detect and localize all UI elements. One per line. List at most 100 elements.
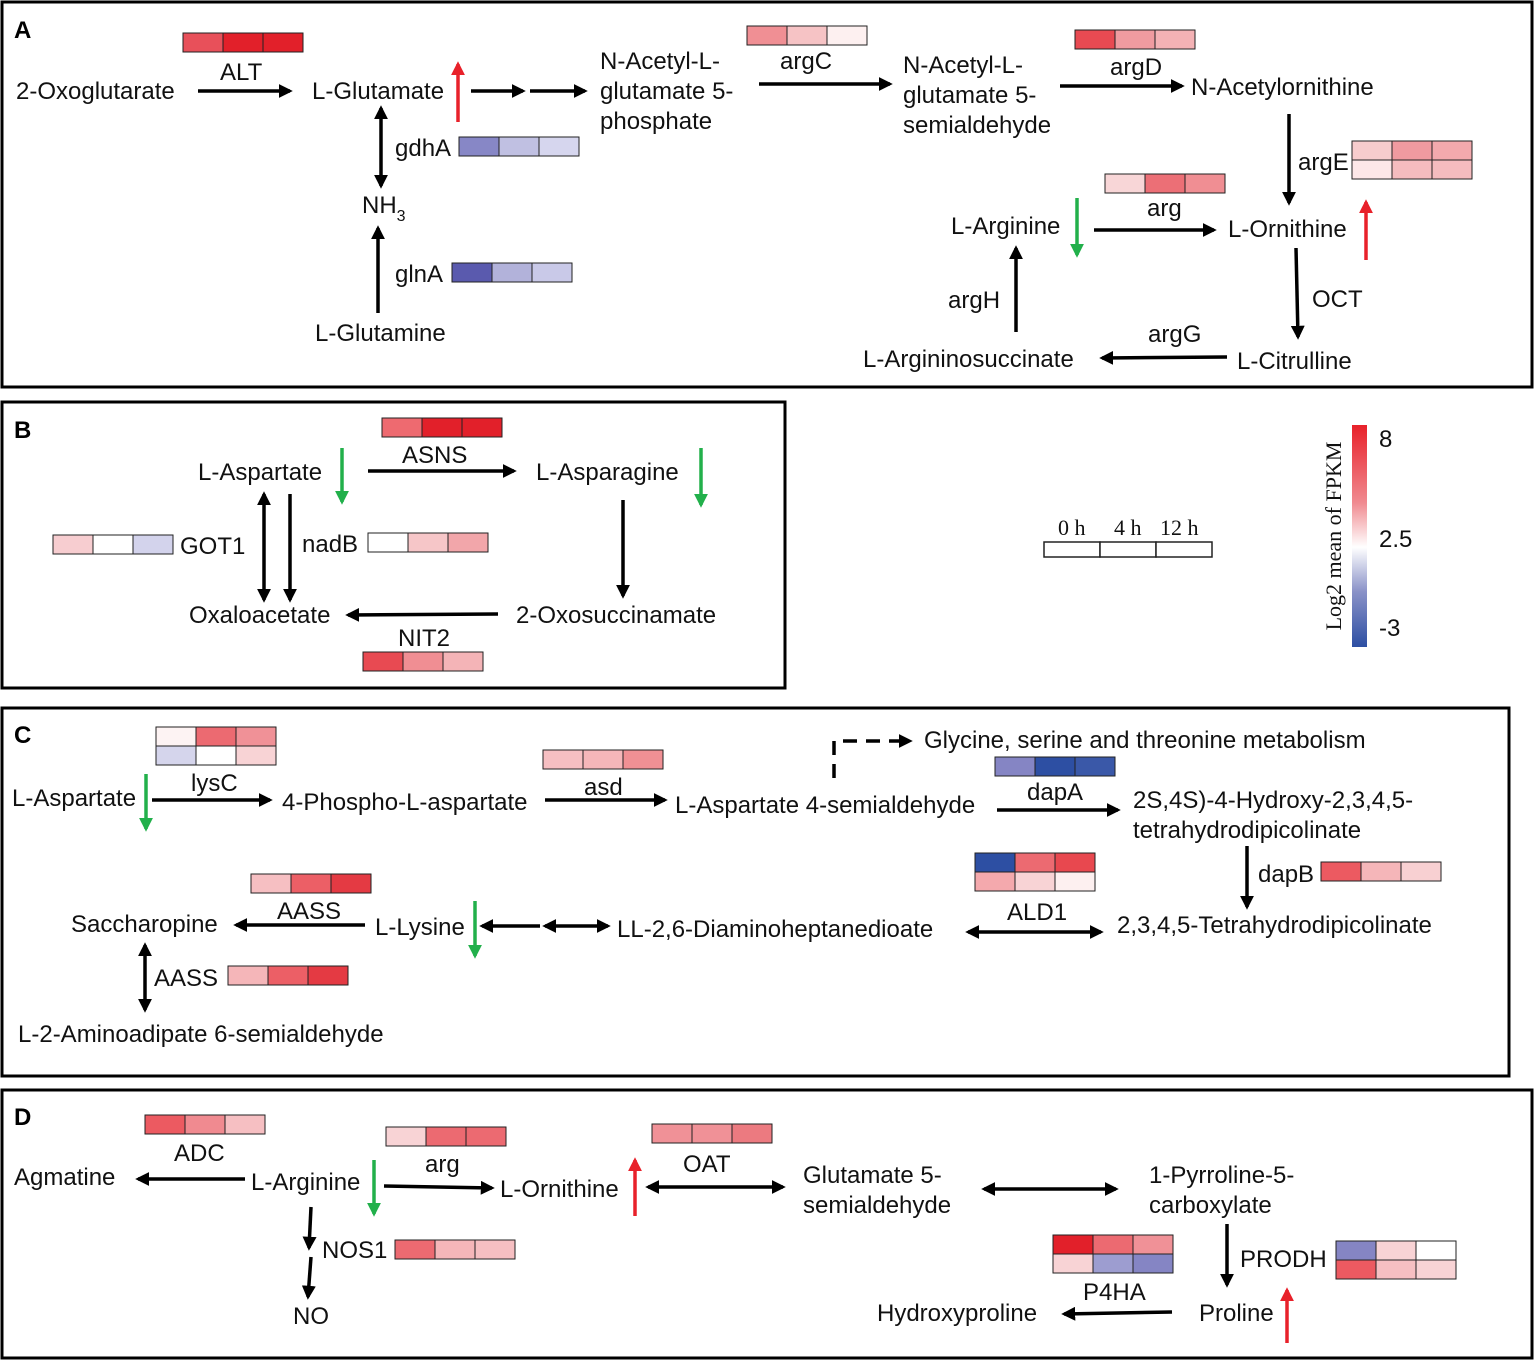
node-l-ornithine-d: L-Ornithine	[500, 1176, 619, 1203]
legend-cell-4h	[1099, 541, 1157, 558]
heatmap-cell	[262, 32, 304, 53]
heatmap-cell	[1074, 29, 1116, 50]
panel-label-a: A	[14, 17, 31, 44]
panel-a-frame	[0, 0, 1534, 389]
heatmap-ald1	[974, 852, 1096, 892]
heatmap-gdha	[458, 136, 580, 157]
heatmap-cell	[144, 1114, 186, 1135]
node-hthdp-line1: 2S,4S)-4-Hydroxy-2,3,4,5-	[1133, 787, 1413, 814]
heatmap-cell	[474, 1239, 516, 1260]
heatmap-cell	[330, 873, 372, 894]
heatmap-cell	[182, 32, 224, 53]
heatmap-cell	[184, 1114, 226, 1135]
heatmap-cell	[394, 1239, 436, 1260]
heatmap-cell	[235, 745, 277, 766]
gene-nos1-label: NOS1	[322, 1237, 387, 1264]
gene-asd-label: asd	[584, 774, 623, 801]
heatmap-cell	[407, 532, 449, 553]
heatmap-cell	[465, 1126, 507, 1147]
node-hydroxyproline: Hydroxyproline	[877, 1300, 1037, 1327]
arrow-argg	[1099, 350, 1228, 365]
node-nag5p-line3: phosphate	[600, 108, 712, 135]
node-oxaloacetate: Oxaloacetate	[189, 602, 330, 629]
heatmap-aass2	[227, 965, 349, 986]
color-scale-tick-mid: 2.5	[1379, 526, 1412, 553]
node-l-arginine-a: L-Arginine	[951, 213, 1060, 240]
gene-prodh-label: PRODH	[1240, 1246, 1327, 1273]
heatmap-cell	[1014, 852, 1056, 873]
heatmap-cell	[381, 417, 423, 438]
heatmap-cell	[1351, 140, 1393, 161]
heatmap-cell	[691, 1123, 733, 1144]
heatmap-cell	[1052, 1234, 1094, 1255]
heatmap-cell	[1415, 1259, 1457, 1280]
heatmap-cell	[1054, 871, 1096, 892]
arrow-nit2	[345, 607, 499, 622]
heatmap-cell	[307, 965, 349, 986]
node-saccharopine: Saccharopine	[71, 911, 218, 938]
node-nags-line2: glutamate 5-	[903, 82, 1036, 109]
gene-got1-label: GOT1	[180, 533, 245, 560]
heatmap-alt	[182, 32, 304, 53]
gene-arg-a-label: arg	[1147, 195, 1182, 222]
heatmap-cell	[731, 1123, 773, 1144]
panel-d-frame	[0, 1088, 1534, 1360]
heatmap-cell	[425, 1126, 467, 1147]
heatmap-cell	[1014, 871, 1056, 892]
gene-argh-label: argH	[948, 287, 1000, 314]
heatmap-cell	[786, 25, 828, 46]
heatmap-arge	[1351, 140, 1473, 180]
panel-b: L-Aspartate L-Asparagine Oxaloacetate 2-…	[180, 442, 716, 652]
node-no: NO	[293, 1303, 329, 1330]
node-n-acetylornithine: N-Acetylornithine	[1191, 74, 1374, 101]
heatmap-cell	[1415, 1240, 1457, 1261]
gene-aass-2-label: AASS	[154, 965, 218, 992]
legend-time-4h: 4 h	[1114, 515, 1142, 540]
heatmap-cell	[224, 1114, 266, 1135]
gene-glna-label: glnA	[395, 261, 443, 288]
heatmap-cell	[1391, 159, 1433, 180]
gene-argc-label: argC	[780, 48, 832, 75]
node-l-aspartate-4-semialdehyde: L-Aspartate 4-semialdehyde	[675, 792, 975, 819]
node-hthdp-line2: tetrahydrodipicolinate	[1133, 817, 1361, 844]
heatmap-cell	[461, 417, 503, 438]
heatmap-oat	[651, 1123, 773, 1144]
heatmap-cell	[362, 651, 404, 672]
heatmap-cell	[491, 262, 533, 283]
node-diaminoheptanedioate: LL-2,6-Diaminoheptanedioate	[617, 916, 933, 943]
legend-cell-0h	[1043, 541, 1101, 558]
heatmap-cell	[974, 871, 1016, 892]
gene-alt-label: ALT	[220, 59, 263, 86]
heatmap-cell	[1335, 1259, 1377, 1280]
heatmap-cell	[1144, 173, 1186, 194]
heatmap-cell	[155, 726, 197, 747]
gene-adc-label: ADC	[174, 1140, 225, 1167]
node-l-glutamine: L-Glutamine	[315, 320, 446, 347]
heatmap-cell	[1335, 1240, 1377, 1261]
heatmap-cell	[267, 965, 309, 986]
heatmap-cell	[1351, 159, 1393, 180]
heatmap-cell	[385, 1126, 427, 1147]
heatmap-cell	[290, 873, 332, 894]
node-l-glutamate: L-Glutamate	[312, 78, 444, 105]
arrow-oct	[1290, 247, 1305, 340]
node-proline: Proline	[1199, 1300, 1274, 1327]
heatmap-cell	[1154, 29, 1196, 50]
heatmap-cell	[622, 749, 664, 770]
heatmap-asd	[542, 749, 664, 770]
gene-dapa-label: dapA	[1027, 779, 1083, 806]
heatmap-cell	[1052, 1253, 1094, 1274]
heatmap-nit2	[362, 651, 484, 672]
heatmap-cell	[1132, 1234, 1174, 1255]
heatmap-cell	[1092, 1234, 1134, 1255]
panel-d: Agmatine L-Arginine L-Ornithine Glutamat…	[14, 1140, 1327, 1343]
heatmap-nadb	[367, 532, 489, 553]
node-nags-line3: semialdehyde	[903, 112, 1051, 139]
heatmap-cell	[531, 262, 573, 283]
node-agmatine: Agmatine	[14, 1164, 115, 1191]
gene-arge-label: argE	[1298, 149, 1349, 176]
heatmap-glna	[451, 262, 573, 283]
heatmap-cell	[250, 873, 292, 894]
gene-lysc-label: lysC	[191, 770, 238, 797]
